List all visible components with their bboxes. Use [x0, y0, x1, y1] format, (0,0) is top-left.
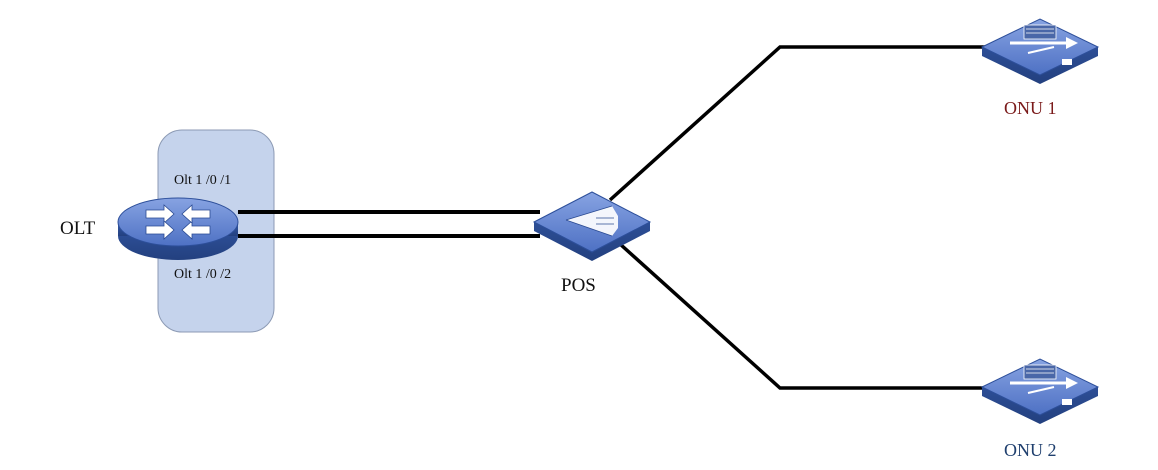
switch-router-icon [117, 197, 239, 260]
olt-port2-label: Olt 1 /0 /2 [174, 267, 231, 282]
link-pos-onu2 [618, 242, 990, 390]
onu1-label: ONU 1 [1004, 98, 1057, 118]
olt-label: OLT [60, 218, 96, 239]
link-pos-onu1 [608, 45, 990, 202]
pos-onu-links [608, 45, 990, 390]
onu2-label: ONU 2 [1004, 440, 1057, 460]
olt-pos-links [238, 210, 540, 238]
onu-terminal-icon [980, 18, 1100, 84]
pos-label: POS [561, 275, 596, 296]
optical-splitter-icon [532, 191, 652, 261]
onu-terminal-icon [980, 358, 1100, 424]
olt-port1-label: Olt 1 /0 /1 [174, 173, 231, 188]
